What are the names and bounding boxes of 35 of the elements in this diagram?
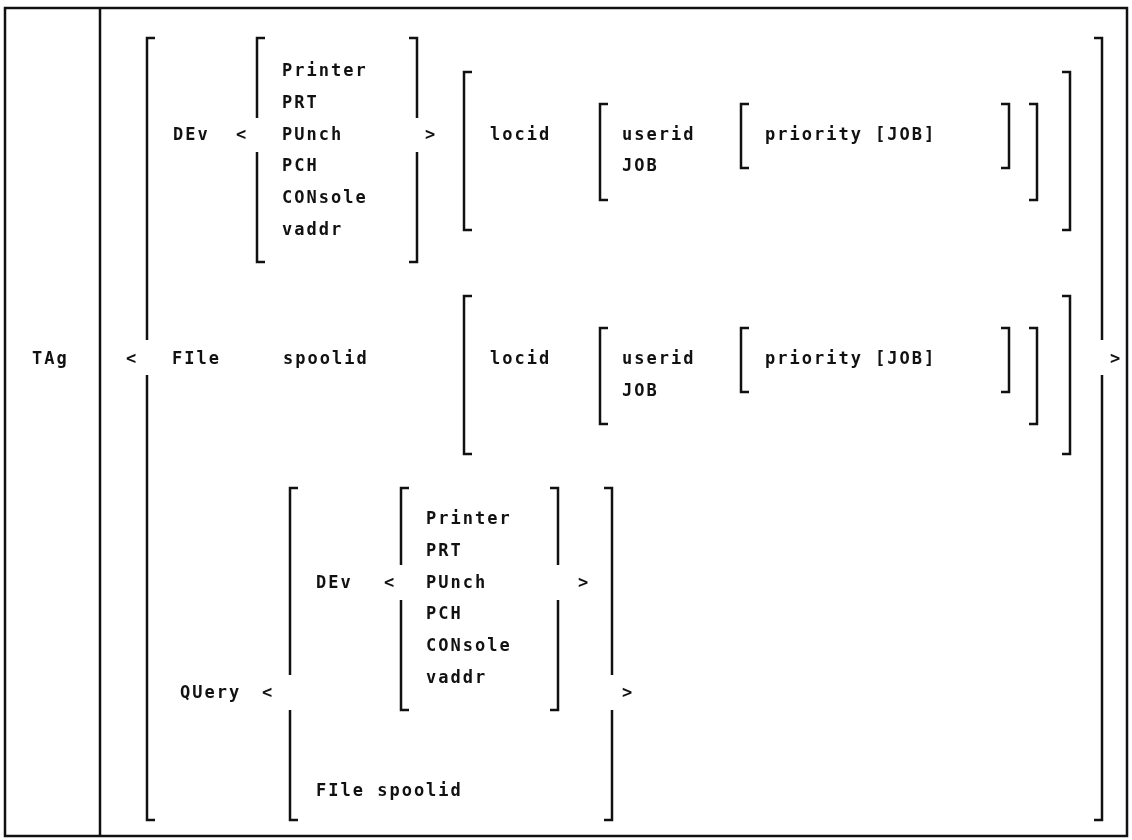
- syntax-text: FIle spoolid: [316, 780, 463, 800]
- syntax-text: vaddr: [282, 219, 344, 239]
- syntax-text: <: [262, 682, 275, 702]
- syntax-text: <: [236, 124, 249, 144]
- syntax-text: PUnch: [426, 572, 488, 592]
- syntax-text: Printer: [426, 508, 512, 528]
- syntax-text: priority [JOB]: [765, 348, 937, 368]
- syntax-text: PCH: [282, 155, 319, 175]
- syntax-text: PCH: [426, 603, 463, 623]
- syntax-text: <: [126, 348, 139, 368]
- syntax-text: PRT: [426, 540, 463, 560]
- syntax-text: >: [578, 572, 591, 592]
- syntax-text: PRT: [282, 92, 319, 112]
- syntax-text: FIle: [172, 348, 221, 368]
- syntax-text: QUery: [180, 682, 242, 702]
- syntax-text: DEv: [173, 124, 210, 144]
- syntax-text: JOB: [622, 155, 659, 175]
- syntax-text: locid: [490, 348, 552, 368]
- syntax-text: DEv: [316, 572, 353, 592]
- syntax-text: Printer: [282, 60, 368, 80]
- syntax-text: >: [425, 124, 438, 144]
- syntax-text: JOB: [622, 380, 659, 400]
- syntax-text: PUnch: [282, 124, 344, 144]
- syntax-text: >: [622, 682, 635, 702]
- syntax-text: CONsole: [282, 187, 368, 207]
- syntax-text: locid: [490, 124, 552, 144]
- syntax-text: userid: [622, 348, 696, 368]
- syntax-text: vaddr: [426, 667, 488, 687]
- syntax-text: TAg: [32, 348, 69, 368]
- syntax-text: CONsole: [426, 635, 512, 655]
- syntax-text: spoolid: [283, 348, 369, 368]
- syntax-text: priority [JOB]: [765, 124, 937, 144]
- syntax-text: >: [1110, 348, 1123, 368]
- syntax-text: userid: [622, 124, 696, 144]
- syntax-text: <: [384, 572, 397, 592]
